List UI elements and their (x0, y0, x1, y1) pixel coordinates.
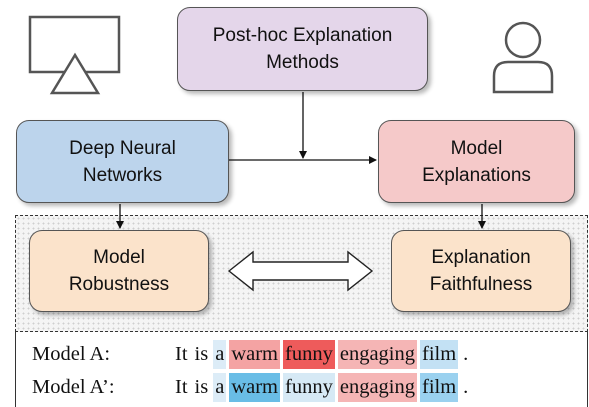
token-highlight: engaging (337, 340, 417, 369)
token-highlight: film (420, 340, 459, 369)
token-highlight: a (213, 373, 227, 402)
user-icon (492, 21, 554, 94)
token-highlight: funny (283, 373, 335, 402)
token-highlight: engaging (337, 373, 417, 402)
double-arrow (227, 250, 374, 292)
token-highlight: is (192, 340, 211, 369)
token-highlight: funny (283, 340, 335, 369)
token-highlight: a (213, 340, 227, 369)
token-highlight: film (420, 373, 459, 402)
token-highlight: . (461, 373, 471, 402)
token-highlight: warm (229, 340, 281, 369)
token-highlight: is (192, 373, 211, 402)
token-highlight: . (461, 340, 471, 369)
diagram-canvas (28, 15, 554, 292)
row-label: Model A: (32, 343, 111, 365)
token-highlight: warm (229, 373, 281, 402)
monitor-icon (28, 15, 121, 95)
token-highlight: It (173, 340, 190, 369)
token-highlight: It (173, 373, 190, 402)
row-label: Model A’: (32, 376, 115, 398)
